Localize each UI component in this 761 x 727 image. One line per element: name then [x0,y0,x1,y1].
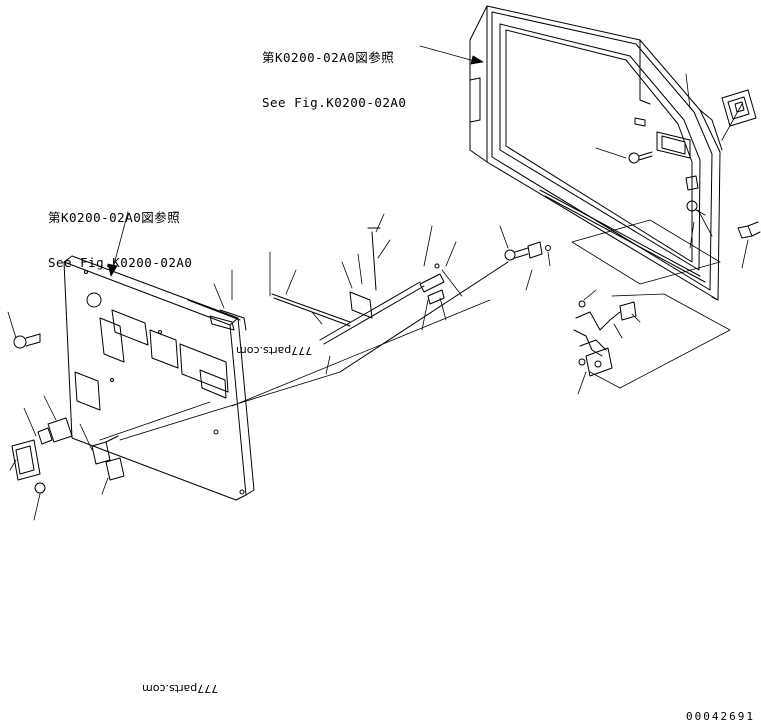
cab-door [469,5,723,301]
switch-bracket [37,417,73,445]
bolt-mid [504,241,543,261]
leader-lines [7,45,749,521]
wiring-harness [573,300,637,377]
bolt-left [13,333,41,349]
side-panel [63,255,255,501]
connector-1 [91,435,119,465]
connector-2 [105,457,125,481]
door-latch-parts [685,175,706,216]
reference-note-left-en: See Fig.K0200-02A0 [48,255,193,270]
reference-note-top-right-en: See Fig.K0200-02A0 [262,95,407,110]
reference-note-top-right: 第K0200-02A0図参照 See Fig.K0200-02A0 [262,20,406,125]
door-handle [721,89,757,127]
reference-outline-1 [571,219,731,389]
reference-note-top-right-jp: 第K0200-02A0図参照 [262,50,395,65]
rod-assembly [187,227,551,373]
door-bolt-2 [737,221,761,239]
part-number: 00042691 [686,710,755,723]
reference-note-left: 第K0200-02A0図参照 See Fig.K0200-02A0 [48,180,192,285]
door-bolt-1 [628,151,653,164]
watermark-bottom: 777parts.com [142,682,219,695]
watermark-mid: 777parts.com [236,344,313,357]
reference-note-left-jp: 第K0200-02A0図参照 [48,210,181,225]
switch-plate [11,439,46,494]
